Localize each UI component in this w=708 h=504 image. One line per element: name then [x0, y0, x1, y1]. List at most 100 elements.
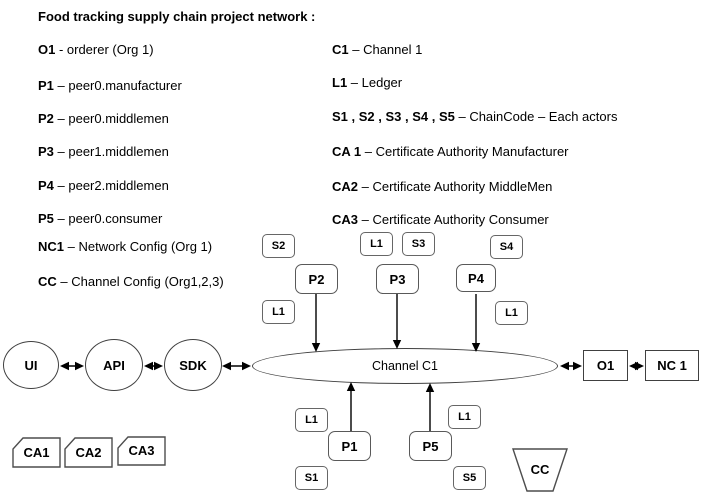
node-o1-box: O1: [583, 350, 628, 381]
node-label: UI: [24, 357, 38, 373]
channel-label: Channel C1: [371, 359, 438, 373]
node-label: S2: [271, 240, 286, 252]
badge-l1-right-p5: L1: [448, 405, 481, 429]
arrow-o1-nc1: [629, 361, 644, 371]
node-label: O1: [596, 358, 615, 373]
node-label: P4: [468, 270, 484, 286]
legend-item-p4: P4 – peer2.middlemen: [38, 179, 169, 193]
badge-s5: S5: [453, 466, 486, 490]
legend-desc: – Certificate Authority Manufacturer: [361, 144, 569, 159]
arrow-p4-channel: [471, 294, 481, 352]
node-p5-box: P5: [409, 431, 452, 461]
node-label: L1: [370, 238, 383, 250]
node-sdk-circle: SDK: [164, 339, 222, 391]
node-p3-box: P3: [376, 264, 419, 294]
arrow-ui-api: [60, 361, 84, 371]
legend-desc: – peer2.middlemen: [53, 178, 169, 193]
node-api-circle: API: [85, 339, 143, 391]
node-label: L1: [305, 414, 318, 426]
node-label: CA3: [128, 443, 155, 458]
legend-term: O1: [38, 42, 56, 57]
node-label: L1: [272, 306, 285, 318]
arrow-channel-o1: [560, 361, 582, 371]
legend-desc: – Channel 1: [348, 42, 423, 57]
legend-desc: – Certificate Authority MiddleMen: [358, 179, 553, 194]
legend-term: S1 , S2 , S3 , S4 , S5: [332, 109, 455, 124]
legend-desc: – peer0.middlemen: [53, 111, 169, 126]
legend-item-p3: P3 – peer1.middlemen: [38, 145, 169, 159]
legend-desc: – ChainCode – Each actors: [454, 109, 618, 124]
node-label: S5: [462, 472, 477, 484]
legend-term: P4: [38, 178, 54, 193]
badge-s3: S3: [402, 232, 435, 256]
card-ca3-label: CA3: [118, 436, 165, 465]
legend-item-p1: P1 – peer0.manufacturer: [38, 79, 182, 93]
node-ui-circle: UI: [3, 341, 59, 389]
legend-desc: – peer0.manufacturer: [53, 78, 182, 93]
legend-term: P1: [38, 78, 54, 93]
node-label: S4: [499, 241, 514, 253]
badge-l1-top-p3: L1: [360, 232, 393, 256]
channel-ellipse: Channel C1: [252, 348, 558, 384]
node-label: CC: [530, 461, 550, 477]
arrow-p5-channel: [425, 383, 435, 431]
node-label: P5: [422, 438, 439, 454]
legend-desc: – Certificate Authority Consumer: [358, 212, 549, 227]
legend-item-c1: C1 – Channel 1: [332, 43, 422, 57]
legend-item-l1: L1 – Ledger: [332, 76, 402, 90]
legend-term: CA 1: [332, 144, 362, 159]
legend-term: P2: [38, 111, 54, 126]
node-p2-box: P2: [295, 264, 338, 294]
legend-desc: – peer0.consumer: [53, 211, 163, 226]
legend-desc: - orderer (Org 1): [55, 42, 154, 57]
legend-desc: – Channel Config (Org1,2,3): [56, 274, 224, 289]
legend-item-nc1: NC1 – Network Config (Org 1): [38, 240, 212, 254]
node-label: NC 1: [657, 358, 687, 373]
legend-term: C1: [332, 42, 349, 57]
arrow-p1-channel: [346, 382, 356, 431]
legend-item-s1-s5: S1 , S2 , S3 , S4 , S5 – ChainCode – Eac…: [332, 110, 617, 124]
card-ca1-shape: [12, 437, 61, 468]
legend-term: NC1: [38, 239, 65, 254]
legend-item-p5: P5 – peer0.consumer: [38, 212, 162, 226]
badge-l1-right-p4: L1: [495, 301, 528, 325]
node-label: L1: [458, 411, 471, 423]
arrow-api-sdk: [144, 361, 163, 371]
badge-l1-left-p1: L1: [295, 408, 328, 432]
trapezoid-cc-label: CC: [513, 449, 567, 489]
card-ca3-shape: [117, 436, 166, 466]
legend-term: P3: [38, 144, 54, 159]
legend-item-ca1: CA 1 – Certificate Authority Manufacture…: [332, 145, 569, 159]
legend-item-p2: P2 – peer0.middlemen: [38, 112, 169, 126]
trapezoid-cc-shape: [512, 448, 568, 492]
legend-term: CC: [38, 274, 57, 289]
legend-desc: – Network Config (Org 1): [64, 239, 213, 254]
node-label: P2: [308, 271, 325, 287]
arrow-p3-channel: [392, 294, 402, 349]
legend-item-ca3: CA3 – Certificate Authority Consumer: [332, 213, 549, 227]
node-label: L1: [505, 307, 518, 319]
legend-term: L1: [332, 75, 348, 90]
card-ca2-label: CA2: [65, 438, 112, 467]
legend-item-o1: O1 - orderer (Org 1): [38, 43, 154, 57]
node-label: API: [103, 357, 125, 373]
card-ca2-shape: [64, 437, 113, 468]
legend-item-cc: CC – Channel Config (Org1,2,3): [38, 275, 224, 289]
node-label: CA1: [23, 445, 50, 460]
legend-desc: – Ledger: [347, 75, 403, 90]
node-label: P1: [341, 438, 358, 454]
legend-term: CA3: [332, 212, 359, 227]
node-label: SDK: [179, 357, 207, 373]
node-nc1-box: NC 1: [645, 350, 699, 381]
badge-l1-left-p2: L1: [262, 300, 295, 324]
node-label: P3: [389, 271, 406, 287]
legend-term: CA2: [332, 179, 359, 194]
page-title: Food tracking supply chain project netwo…: [38, 9, 316, 24]
node-p1-box: P1: [328, 431, 371, 461]
legend-term: P5: [38, 211, 54, 226]
arrow-p2-channel: [311, 294, 321, 352]
node-p4-box: P4: [456, 264, 496, 292]
legend-item-ca2: CA2 – Certificate Authority MiddleMen: [332, 180, 552, 194]
